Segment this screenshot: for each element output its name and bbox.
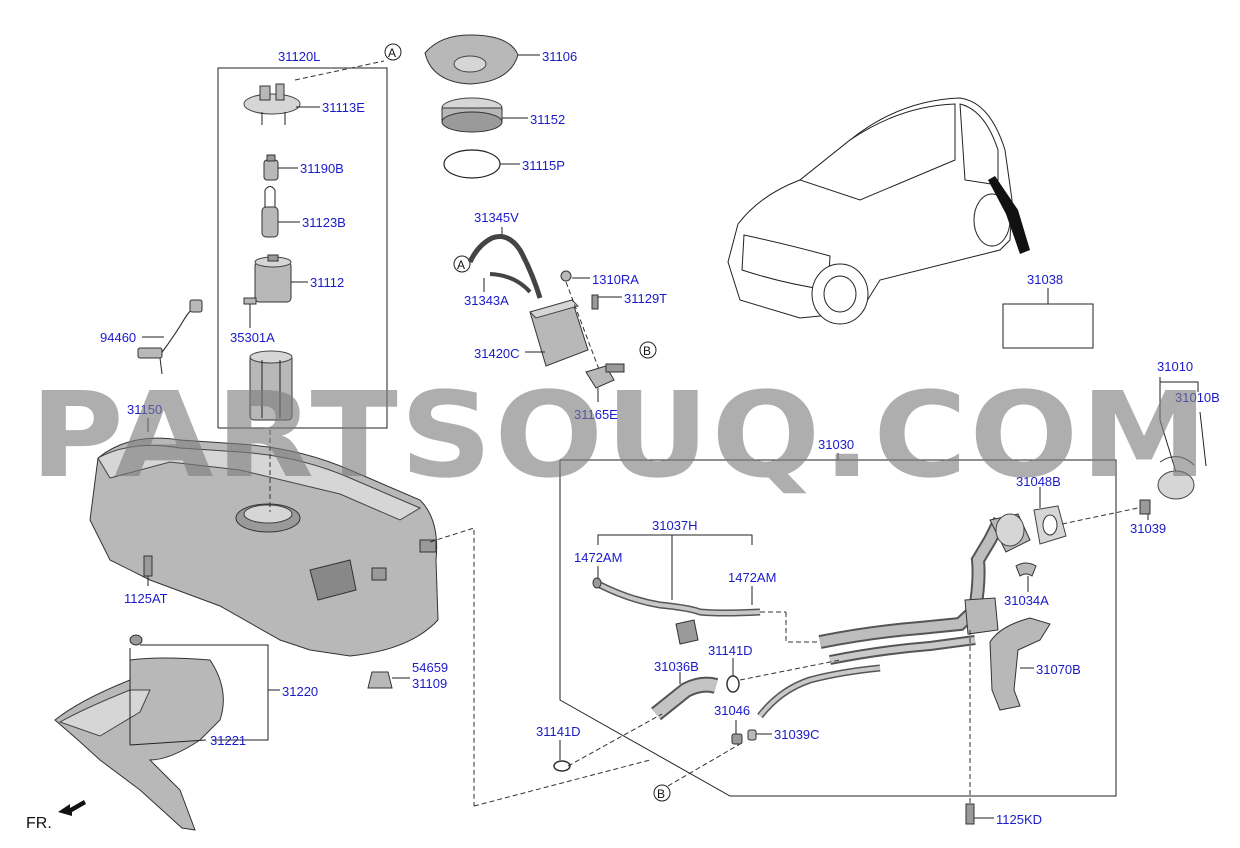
- label-31152[interactable]: 31152: [530, 112, 565, 127]
- part-94460-sensor[interactable]: [137, 299, 203, 375]
- ref-letter-a-top: A: [388, 46, 396, 60]
- label-31420C[interactable]: 31420C: [474, 346, 520, 361]
- part-31070B-shield[interactable]: [989, 617, 1051, 711]
- label-31034A[interactable]: 31034A: [1004, 593, 1049, 608]
- part-31115P-gasket[interactable]: [443, 149, 501, 179]
- part-31113E-flange[interactable]: [243, 83, 301, 125]
- part-31345V-hose[interactable]: [467, 234, 543, 299]
- part-31030-filler-neck[interactable]: [818, 513, 1031, 665]
- part-1310RA[interactable]: [560, 270, 572, 282]
- label-31120L[interactable]: 31120L: [278, 49, 320, 64]
- ref-circle-b-top: [639, 341, 657, 359]
- part-31141D-clamp-bottom[interactable]: [553, 760, 571, 772]
- label-31106[interactable]: 31106: [542, 49, 577, 64]
- ref-circle-a-mid: [453, 255, 471, 273]
- part-31420C-canister[interactable]: [529, 281, 601, 373]
- label-31048B[interactable]: 31048B: [1016, 474, 1061, 489]
- label-31038[interactable]: 31038: [1027, 272, 1063, 287]
- label-31036B[interactable]: 31036B: [654, 659, 699, 674]
- part-31048B-gasket[interactable]: [1033, 505, 1067, 545]
- part-31141D-clamp-top[interactable]: [726, 675, 740, 693]
- label-1472AM-right[interactable]: 1472AM: [728, 570, 776, 585]
- label-31343A[interactable]: 31343A: [464, 293, 509, 308]
- part-31150-fuel-tank[interactable]: [89, 437, 439, 657]
- label-31010B[interactable]: 31010B: [1175, 390, 1220, 405]
- label-35301A[interactable]: 35301A: [230, 330, 275, 345]
- label-31039C[interactable]: 31039C: [774, 727, 820, 742]
- part-31112-pump[interactable]: [254, 254, 292, 303]
- label-31112[interactable]: 31112: [310, 275, 344, 290]
- part-31106-cover[interactable]: [424, 34, 519, 85]
- part-31165E[interactable]: [585, 363, 625, 389]
- label-31046[interactable]: 31046: [714, 703, 750, 718]
- ref-circle-b-bottom: [653, 784, 671, 802]
- label-31037H[interactable]: 31037H: [652, 518, 698, 533]
- label-31039[interactable]: 31039: [1130, 521, 1166, 536]
- part-31036B-hose[interactable]: [651, 676, 719, 721]
- part-31123B[interactable]: [261, 186, 279, 238]
- label-31113E[interactable]: 31113E: [322, 100, 365, 115]
- label-31345V[interactable]: 31345V: [474, 210, 519, 225]
- label-1125KD[interactable]: 1125KD: [996, 812, 1042, 827]
- label-54659[interactable]: 54659: [412, 660, 448, 675]
- label-1125AT[interactable]: 1125AT: [124, 591, 168, 606]
- label-31141D-top[interactable]: 31141D: [708, 643, 753, 658]
- ref-circle-a-top: [384, 43, 402, 61]
- label-94460[interactable]: 94460: [100, 330, 136, 345]
- ref-letter-b-bottom: B: [657, 787, 665, 801]
- vehicle-illustration: [727, 97, 1030, 325]
- part-31039C-clip[interactable]: [747, 729, 757, 741]
- front-orientation-label: FR.: [26, 815, 52, 832]
- part-31129T[interactable]: [591, 294, 599, 310]
- part-pump-reservoir[interactable]: [249, 350, 293, 421]
- part-31152-ring[interactable]: [441, 97, 503, 133]
- label-31070B[interactable]: 31070B: [1036, 662, 1081, 677]
- label-1472AM-left[interactable]: 1472AM: [574, 550, 622, 565]
- label-31030[interactable]: 31030: [818, 437, 854, 452]
- part-31010-fuel-cap[interactable]: [1157, 411, 1207, 500]
- label-31123B[interactable]: 31123B: [302, 215, 346, 230]
- part-54659-mount[interactable]: [367, 671, 393, 689]
- label-31010[interactable]: 31010: [1157, 359, 1193, 374]
- part-31037H-hose[interactable]: [592, 577, 761, 617]
- part-hose-clip[interactable]: [675, 619, 699, 645]
- ref-letter-b-top: B: [643, 344, 651, 358]
- part-35301A[interactable]: [243, 297, 257, 305]
- watermark-text: PARTSOUQ.COM: [30, 366, 1210, 504]
- ref-letter-a-mid: A: [457, 258, 465, 272]
- label-1310RA[interactable]: 1310RA: [592, 272, 639, 287]
- part-31039-screw[interactable]: [1139, 499, 1151, 515]
- label-31129T[interactable]: 31129T: [624, 291, 667, 306]
- part-vent-hose-lower[interactable]: [757, 664, 881, 719]
- label-31115P[interactable]: 31115P: [522, 158, 565, 173]
- label-31221[interactable]: 31221: [210, 733, 246, 748]
- label-31109[interactable]: 31109: [412, 676, 447, 691]
- label-31150[interactable]: 31150: [127, 402, 162, 417]
- part-1125AT-bolt[interactable]: [143, 555, 153, 577]
- part-1125KD-bolt[interactable]: [965, 803, 975, 825]
- label-31190B[interactable]: 31190B: [300, 161, 344, 176]
- part-31034A-bracket[interactable]: [1015, 562, 1037, 577]
- part-31190B[interactable]: [263, 154, 279, 181]
- part-31046-fitting[interactable]: [731, 733, 743, 745]
- front-arrow-icon: [58, 800, 86, 816]
- part-31220-clip[interactable]: [129, 634, 143, 646]
- label-31165E[interactable]: 31165E: [574, 407, 618, 422]
- label-31141D-bottom[interactable]: 31141D: [536, 724, 581, 739]
- part-31038-label-plate[interactable]: [1002, 303, 1094, 349]
- fuel-pump-module-group: 31120L A 31113E 31190B 31123B: [217, 43, 402, 429]
- label-31220[interactable]: 31220: [282, 684, 318, 699]
